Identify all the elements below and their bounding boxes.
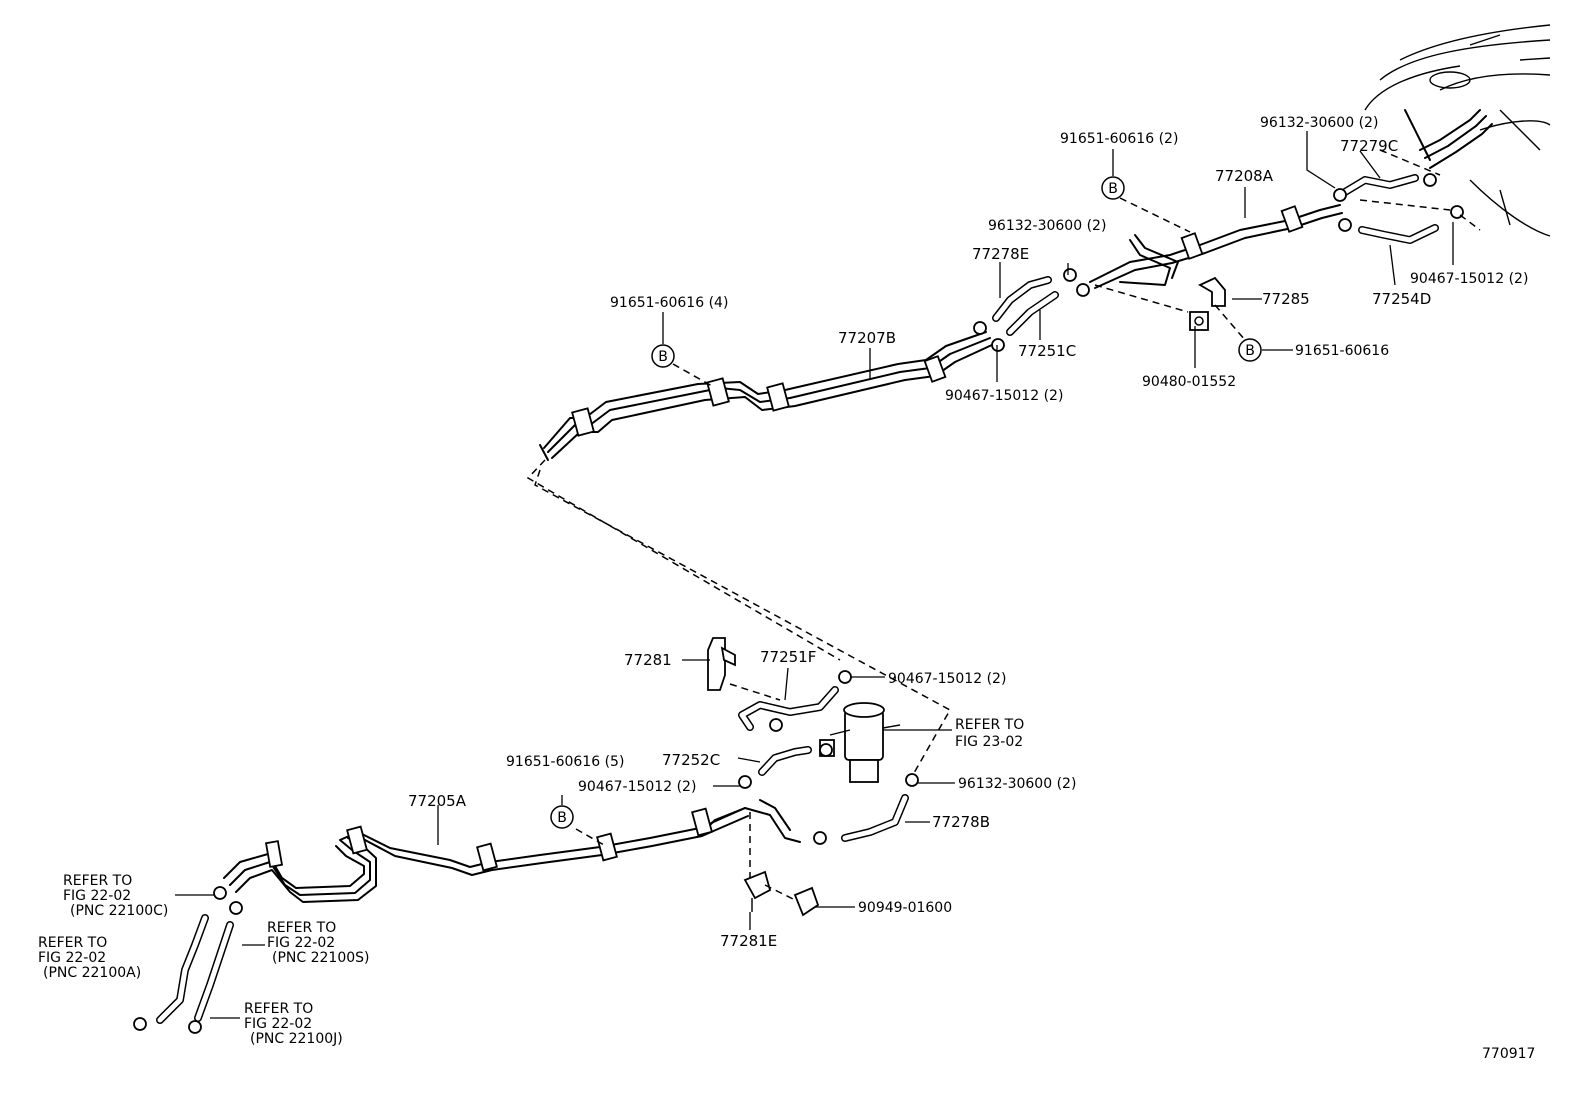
tube-77208a xyxy=(1089,204,1343,289)
hose-77251f xyxy=(738,686,839,731)
part-labels: 91651-60616 (2) 96132-30600 (2) 77279C 7… xyxy=(408,115,1528,950)
hose-22100s xyxy=(194,921,234,1022)
label-77251f: 77251F xyxy=(760,648,816,666)
hose-77251c xyxy=(1006,291,1059,336)
refer-note-pnc-22100a: REFER TO FIG 22-02 (PNC 22100A) xyxy=(38,935,141,981)
leader-lines xyxy=(175,131,1454,946)
assembly-dash-lines-top xyxy=(672,149,1481,387)
label-77205a: 77205A xyxy=(408,792,467,810)
tube-clamps-bottom xyxy=(264,807,713,872)
refer-note-pnc-22100s: REFER TO FIG 22-02 (PNC 22100S) xyxy=(267,920,370,966)
label-91651-60616-5: 91651-60616 (5) xyxy=(506,754,624,770)
hose-77279c xyxy=(1341,174,1419,196)
refer-note-line: FIG 22-02 xyxy=(63,888,131,904)
refer-note-fig-23-02: REFER TO FIG 23-02 xyxy=(955,717,1024,750)
tube-clamps-top xyxy=(571,205,1304,437)
hose-77254d xyxy=(1358,224,1439,244)
hose-77278b xyxy=(841,794,909,842)
label-90467-15012-mid: 90467-15012 (2) xyxy=(888,671,1006,687)
label-77278b: 77278B xyxy=(932,813,990,831)
refer-note-line: FIG 22-02 xyxy=(267,935,335,951)
callout-b-1: B xyxy=(1101,176,1125,200)
label-77278e: 77278E xyxy=(972,245,1029,263)
callout-b-letter: B xyxy=(1108,181,1118,197)
assembly-dash-lines-bottom xyxy=(575,812,796,901)
callout-b-letter: B xyxy=(557,810,567,826)
refer-note-line: REFER TO xyxy=(244,1001,313,1017)
label-90949-01600: 90949-01600 xyxy=(858,900,952,916)
refer-note-line: REFER TO xyxy=(955,717,1024,733)
bracket-77281e xyxy=(743,870,772,912)
refer-note-line: (PNC 22100J) xyxy=(250,1031,343,1047)
label-91651-60616-4: 91651-60616 (4) xyxy=(610,295,728,311)
hose-77252c xyxy=(758,746,812,776)
label-90467-15012-top: 90467-15012 (2) xyxy=(945,388,1063,404)
callout-b-4: B xyxy=(550,805,574,829)
refer-note-line: (PNC 22100S) xyxy=(272,950,370,966)
refer-note-line: REFER TO xyxy=(38,935,107,951)
label-77285: 77285 xyxy=(1262,290,1310,308)
callout-b-letter: B xyxy=(1245,343,1255,359)
label-91651-60616-2: 91651-60616 (2) xyxy=(1060,131,1178,147)
label-77254d: 77254D xyxy=(1372,290,1431,308)
refer-note-line: FIG 22-02 xyxy=(244,1016,312,1032)
tube-77207b xyxy=(539,331,995,461)
label-77208a: 77208A xyxy=(1215,167,1274,185)
callout-b-letter: B xyxy=(658,349,668,365)
label-77281: 77281 xyxy=(624,651,672,669)
tank-filler-tubes xyxy=(1404,109,1493,169)
fuel-filter-assembly xyxy=(819,702,901,783)
connection-dash-lines xyxy=(526,459,952,781)
grommet-90480 xyxy=(1189,311,1209,331)
label-90480-01552: 90480-01552 xyxy=(1142,374,1236,390)
refer-note-line: (PNC 22100A) xyxy=(43,965,141,981)
refer-note-line: REFER TO xyxy=(267,920,336,936)
refer-note-line: REFER TO xyxy=(63,873,132,889)
hose-clips-bottom xyxy=(133,670,919,1034)
label-96132-30600-top: 96132-30600 (2) xyxy=(1260,115,1378,131)
clip-90949 xyxy=(793,886,820,917)
callout-b-3: B xyxy=(1238,338,1262,362)
refer-note-line: (PNC 22100C) xyxy=(70,903,168,919)
label-90467-15012-low: 90467-15012 (2) xyxy=(578,779,696,795)
label-77251c: 77251C xyxy=(1018,342,1076,360)
hose-clips-top xyxy=(973,173,1464,352)
label-96132-30600-mid: 96132-30600 (2) xyxy=(988,218,1106,234)
label-77252c: 77252C xyxy=(662,751,720,769)
label-77281e: 77281E xyxy=(720,932,777,950)
figure-number: 770917 xyxy=(1482,1046,1535,1062)
tube-77205a xyxy=(223,799,801,903)
label-96132-30600-low: 96132-30600 (2) xyxy=(958,776,1076,792)
refer-note-line: FIG 23-02 xyxy=(955,734,1023,750)
callout-b-2: B xyxy=(651,344,675,368)
label-77279c: 77279C xyxy=(1340,137,1398,155)
refer-note-pnc-22100c: REFER TO FIG 22-02 (PNC 22100C) xyxy=(63,873,168,919)
label-90467-15012-right: 90467-15012 (2) xyxy=(1410,271,1528,287)
refer-note-line: FIG 22-02 xyxy=(38,950,106,966)
hose-77278e xyxy=(992,276,1052,322)
bracket-77281 xyxy=(707,637,736,691)
hose-22100a xyxy=(156,914,209,1024)
bracket-77285 xyxy=(1198,276,1226,307)
vehicle-body-outline xyxy=(1364,24,1551,237)
label-77207b: 77207B xyxy=(838,329,896,347)
label-91651-60616: 91651-60616 xyxy=(1295,343,1389,359)
refer-note-pnc-22100j: REFER TO FIG 22-02 (PNC 22100J) xyxy=(244,1001,343,1047)
